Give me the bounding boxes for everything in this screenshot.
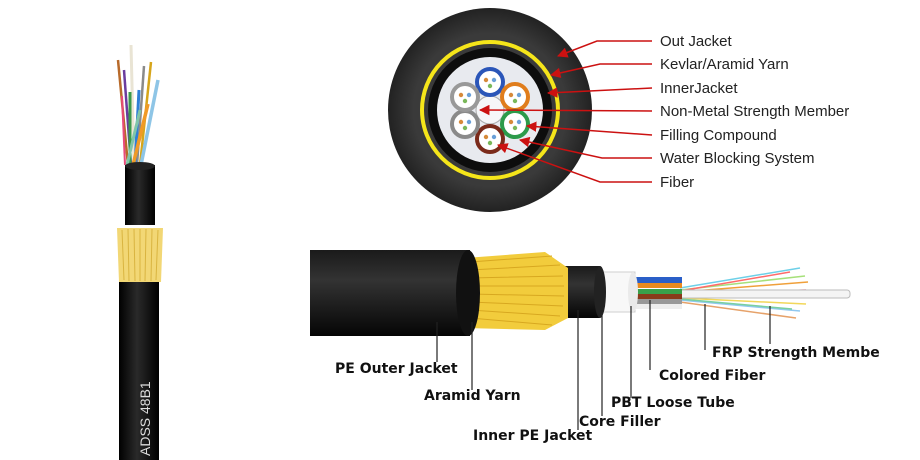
- horizontal-loose-tubes: [632, 277, 682, 309]
- horizontal-cable: PE Outer Jacket Aramid Yarn Inner PE Jac…: [310, 250, 880, 444]
- vertical-aramid-yarn: [117, 228, 163, 282]
- label-pe-outer-jacket: PE Outer Jacket: [335, 361, 458, 377]
- label-aramid-yarn: Aramid Yarn: [424, 388, 521, 404]
- cable-print-text: ADSS 48B1: [137, 381, 153, 456]
- label-filling-compound: Filling Compound: [660, 127, 777, 144]
- label-out-jacket: Out Jacket: [660, 33, 733, 50]
- cross-section-leaders: [478, 40, 653, 183]
- horizontal-aramid-yarn: [465, 252, 568, 330]
- cross-section: Out Jacket Kevlar/Aramid Yarn InnerJacke…: [388, 8, 849, 212]
- vertical-cable: ADSS 48B1: [116, 44, 163, 460]
- vertical-outer-jacket: [119, 282, 159, 460]
- label-kevlar-aramid-yarn: Kevlar/Aramid Yarn: [660, 56, 789, 73]
- label-non-metal-strength-member: Non-Metal Strength Member: [660, 103, 849, 120]
- label-colored-fiber: Colored Fiber: [659, 368, 765, 384]
- label-water-blocking-system: Water Blocking System: [660, 150, 815, 167]
- vertical-cable-fibers: [116, 44, 160, 166]
- label-fiber: Fiber: [660, 174, 694, 191]
- label-inner-jacket: InnerJacket: [660, 80, 738, 97]
- label-pbt-loose-tube: PBT Loose Tube: [611, 395, 735, 411]
- label-inner-pe-jacket: Inner PE Jacket: [473, 428, 592, 444]
- side-view-leaders: [436, 300, 771, 430]
- label-frp-strength-member: FRP Strength Membe: [712, 345, 880, 361]
- cross-section-tubes: [450, 67, 530, 154]
- vertical-inner-jacket: [125, 165, 155, 225]
- label-core-filler: Core Filler: [579, 414, 661, 430]
- horizontal-outer-pe-jacket: [310, 250, 470, 336]
